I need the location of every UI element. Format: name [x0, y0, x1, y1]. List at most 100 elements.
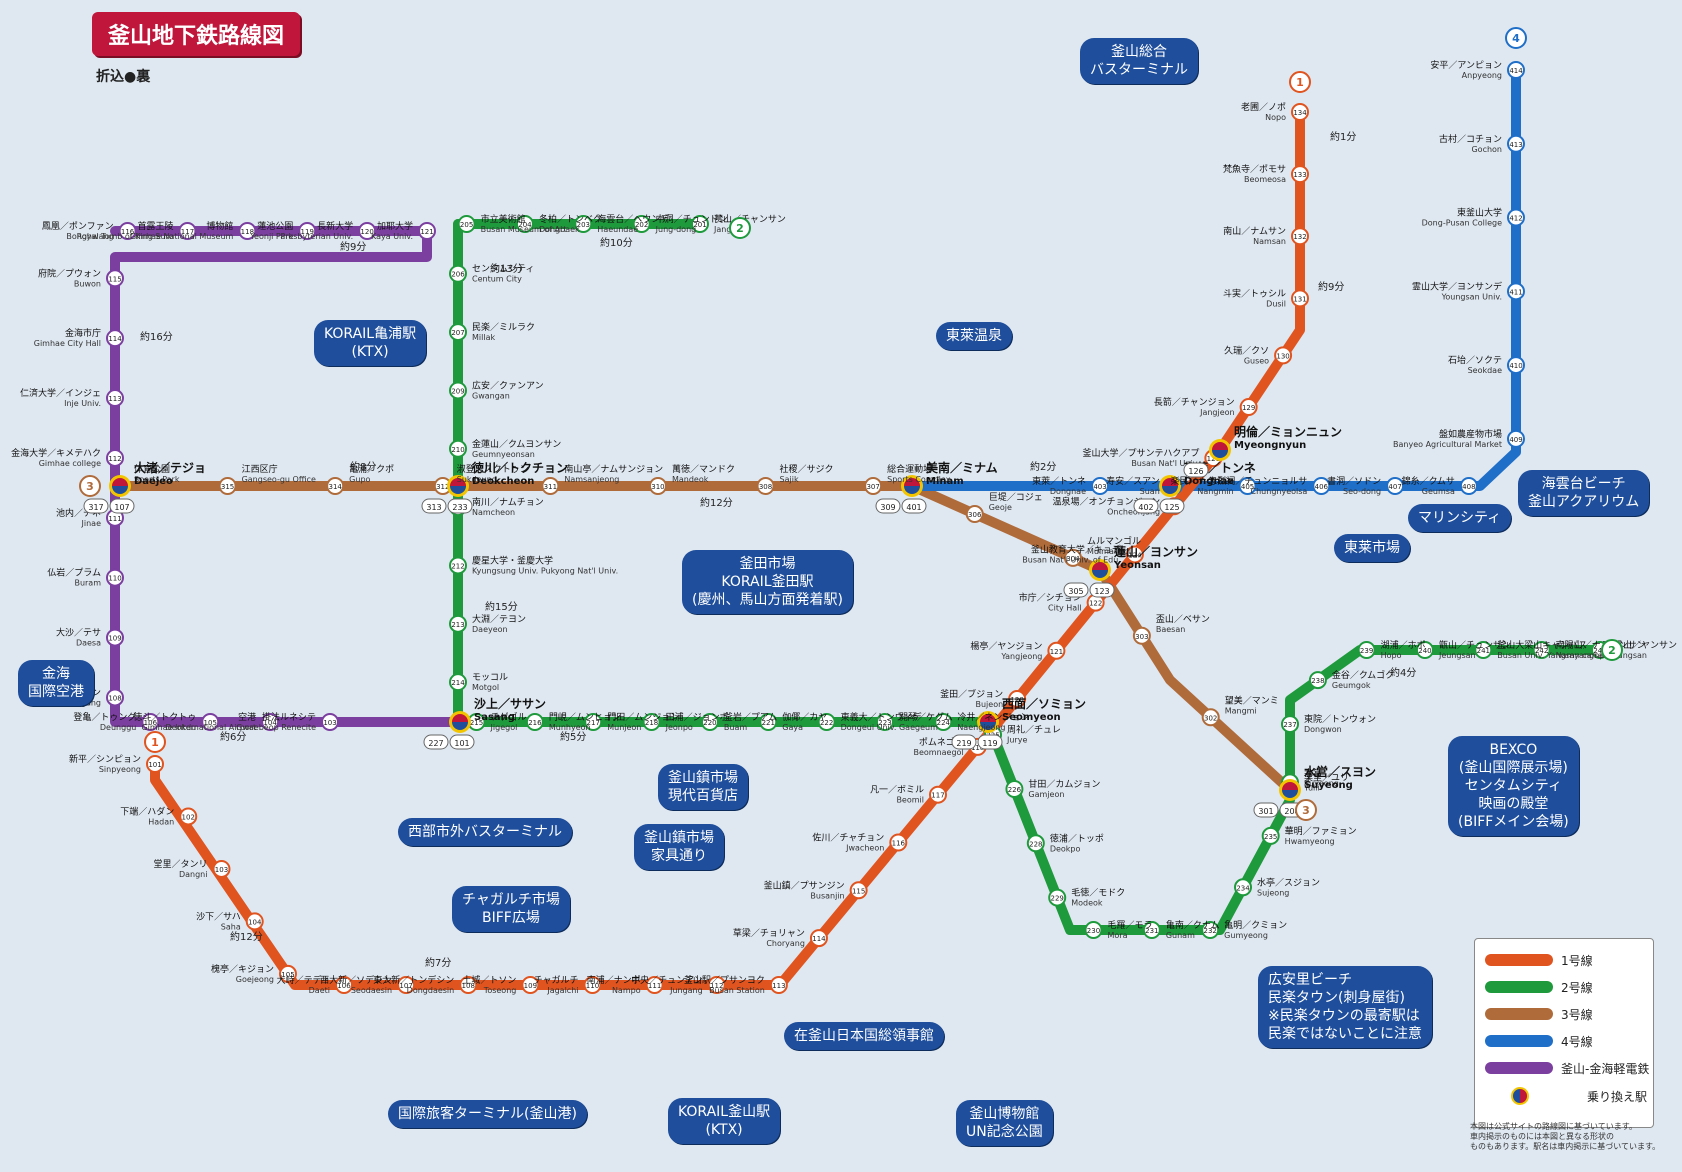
- station-name-en: Geumsa: [1422, 487, 1455, 496]
- transfer-top: [1162, 478, 1178, 486]
- station-code: 112: [710, 982, 723, 990]
- station-marker: [817, 713, 836, 731]
- station-code: 114: [812, 935, 826, 943]
- station-name-en: Busan Nat'l Univ. of Edu.: [1022, 555, 1121, 564]
- station-name-en: Dangni: [179, 870, 208, 879]
- station-marker: [1008, 689, 1027, 708]
- station-name: 長新大学: [317, 220, 353, 232]
- station-marker: [642, 713, 661, 731]
- station-name: 毛羅／モラ: [1107, 919, 1152, 931]
- station-code: 232: [1203, 927, 1216, 935]
- station-marker: [106, 329, 124, 348]
- station-name: 温泉場／オンチョンジャン: [1053, 495, 1161, 507]
- station-code: 205: [460, 221, 473, 229]
- station-code: 243: [1593, 647, 1606, 655]
- station-name: 南浦／ナンポ: [587, 974, 641, 986]
- station-code: 220: [703, 719, 716, 727]
- station-code: 312: [436, 483, 449, 491]
- station-marker: [418, 222, 436, 240]
- transfer-code: 317: [88, 503, 103, 512]
- station-code: 120: [360, 228, 373, 236]
- line-number: 4: [1512, 32, 1520, 45]
- transfer-top: [980, 714, 996, 722]
- station-name: 蓮池公園: [257, 220, 293, 232]
- station-name: 大峙／テディ: [277, 974, 330, 986]
- station-marker: [875, 713, 894, 731]
- station-name-en: Jinae: [81, 519, 102, 528]
- station-name-en: Suyeong: [1304, 779, 1339, 788]
- station-name-en: Namsanjeong: [564, 475, 619, 484]
- station-name: 空港: [238, 711, 256, 723]
- station-name-en: Gimhae City Hall: [34, 339, 101, 348]
- station-name: 毛徳／モドク: [1071, 887, 1125, 899]
- station-name: 盤如農産物市場: [1439, 428, 1502, 440]
- transfer-code: 401: [906, 503, 921, 512]
- station-code: 202: [635, 221, 648, 229]
- station-name: 東院／トンウォン: [1304, 713, 1376, 725]
- station-name-en: Dusil: [1266, 299, 1286, 308]
- station-name-en: Suan: [1140, 487, 1160, 496]
- station-name-en: Dongwon: [1304, 725, 1342, 734]
- station-name-en: Nangmin: [1197, 487, 1233, 496]
- station-code: 221: [762, 719, 775, 727]
- station-name-en: Jangjeon: [1199, 408, 1235, 417]
- transfer-name: 西面／ソミョン: [1002, 696, 1086, 711]
- station-marker: [1291, 103, 1309, 121]
- station-name-en: Gumyeong: [1224, 931, 1268, 940]
- transfer-code-badge: [449, 734, 475, 750]
- station-code: 104: [263, 719, 277, 727]
- transfer-code: 313: [426, 503, 441, 512]
- station-code: 303: [1135, 633, 1148, 641]
- station-marker: [934, 713, 953, 731]
- line-badge: [1295, 799, 1317, 821]
- transfer-code-badge: [447, 498, 473, 514]
- callout-gwangalli-beach: 広安里ビーチ 民楽タウン(刺身屋街) ※民楽タウンの最寄駅は 民楽ではないことに…: [1258, 966, 1432, 1048]
- station-code: 228: [1029, 840, 1042, 848]
- line-number: 2: [736, 222, 744, 235]
- station-code: 134: [1293, 109, 1307, 117]
- line-badge: [144, 731, 166, 753]
- station-name: 霊山大学／ヨンサンデ: [1412, 280, 1502, 292]
- station-name: 東釜山大学: [1457, 207, 1502, 219]
- station-name: 石坮／ソクテ: [1448, 354, 1502, 366]
- station-name-en: Dongeui Univ.: [841, 723, 897, 732]
- station-code: 409: [1509, 436, 1522, 444]
- station-marker: [1132, 626, 1151, 645]
- station-name-en: Busan Nat'l Univ.: [1131, 459, 1199, 468]
- station-name: モッコル: [472, 673, 508, 683]
- legend: 1号線 2号線 3号線 4号線 釜山-金海軽電鉄 乗り換え駅: [1474, 938, 1654, 1128]
- station-name-en: Nampo: [612, 986, 641, 995]
- station-name: 東義大／トンウィデ: [841, 711, 922, 723]
- station-name: 槐亭／キジョン: [211, 963, 274, 975]
- travel-time: 約1分: [1330, 130, 1356, 143]
- transfer-name: 沙上／ササン: [474, 696, 546, 711]
- station-name: 老圃／ノポ: [1241, 101, 1286, 113]
- station-name-en: Bujeon: [975, 700, 1003, 709]
- station-code: 107: [399, 982, 412, 990]
- station-marker: [1201, 921, 1220, 939]
- station-name-en: Geoje: [989, 503, 1012, 512]
- transfer-name-en: Daejeo: [134, 476, 173, 487]
- station-marker: [1312, 477, 1331, 495]
- station-code: 223: [878, 719, 891, 727]
- station-marker: [449, 614, 467, 633]
- station-name-en: Millak: [472, 333, 495, 342]
- station-name-en: Yangsan: [1613, 651, 1647, 660]
- station-name: 淑登／スクトゥン: [457, 463, 529, 475]
- station-name-en: Gamjeon: [1028, 790, 1064, 799]
- station-marker: [645, 976, 664, 994]
- station-code: 234: [1236, 884, 1250, 892]
- station-marker: [118, 222, 137, 240]
- station-marker: [1238, 477, 1257, 495]
- station-code: 240: [1418, 647, 1431, 655]
- station-marker: [106, 688, 124, 707]
- station-name-en: Jwacheon: [845, 843, 884, 852]
- station-code: 128: [1207, 455, 1220, 463]
- station-name-en: Gaegeum: [899, 723, 938, 732]
- station-labels: 新平／シンピョンSinpyeong下端／ハダンHadan堂里／タンリDangni…: [11, 59, 1677, 995]
- page-subtitle: 折込●裏: [96, 69, 151, 85]
- station-code: 117: [931, 792, 944, 800]
- transfer-code-badge: [977, 734, 1003, 750]
- station-marker: [1142, 921, 1161, 939]
- station-marker: [321, 713, 339, 731]
